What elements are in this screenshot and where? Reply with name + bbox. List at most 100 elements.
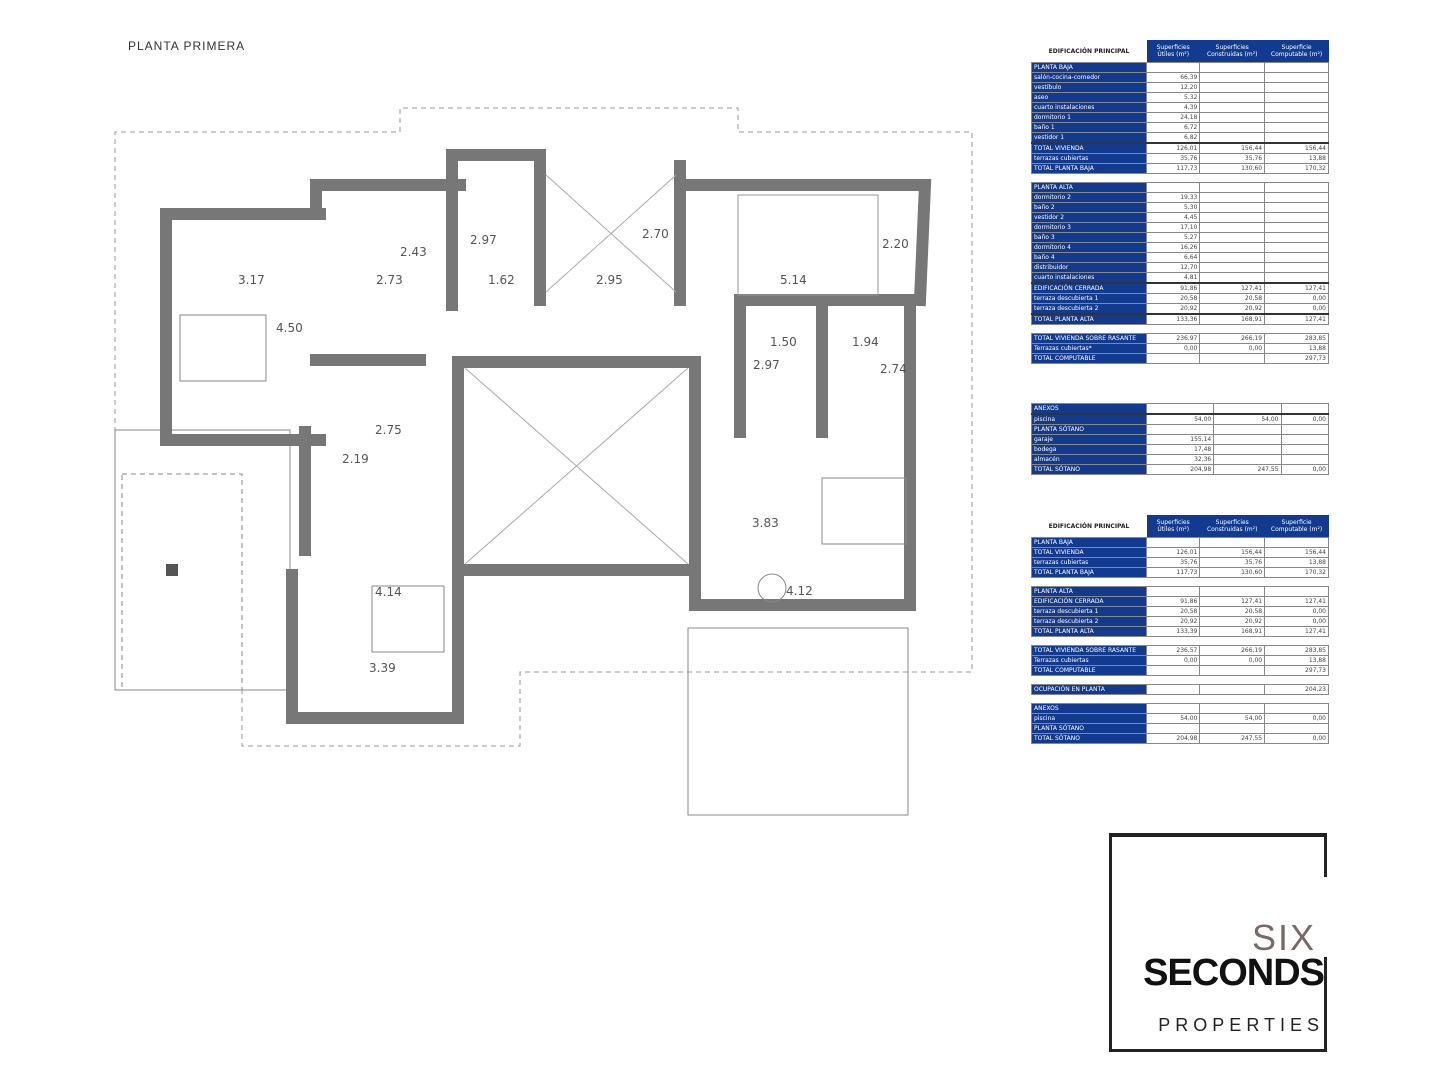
cell-value [1280, 403, 1329, 415]
cell-value [1145, 703, 1201, 714]
row-label: cuarto instalaciones [1031, 102, 1147, 113]
cell-value [1145, 586, 1201, 597]
cell-value [1145, 182, 1201, 193]
row-label: TOTAL VIVIENDA SOBRE RASANTE [1031, 333, 1147, 344]
cell-value: 20,92 [1199, 616, 1266, 627]
cell-value: 266,19 [1199, 645, 1266, 656]
cell-value [1264, 242, 1329, 253]
cell-value: 156,44 [1199, 142, 1266, 154]
table-row [1031, 636, 1329, 646]
cell-value: 20,58 [1199, 293, 1266, 304]
cell-value [1199, 132, 1266, 144]
cell-value: 54,00 [1145, 413, 1215, 425]
col-header: Superficies Útiles (m²) [1146, 40, 1200, 63]
cell-value [1199, 723, 1266, 734]
cell-value: 13,88 [1264, 153, 1329, 164]
row-label: piscina [1031, 413, 1147, 425]
row-label: baño 3 [1031, 232, 1147, 243]
row-label: PLANTA BAJA [1031, 62, 1147, 73]
cell-value [1145, 537, 1201, 548]
cell-value [1199, 703, 1266, 714]
row-label: PLANTA SÓTANO [1031, 723, 1147, 734]
cell-value: 204,98 [1145, 464, 1215, 475]
dim: 2.75 [375, 423, 402, 437]
cell-value [1199, 262, 1266, 273]
cell-value: 168,91 [1199, 313, 1266, 325]
row-label: TOTAL PLANTA BAJA [1031, 567, 1147, 578]
cell-value: 20,92 [1145, 303, 1201, 315]
cell-value: 204,23 [1264, 684, 1329, 695]
cell-value: 66,39 [1145, 72, 1201, 83]
cell-value: 17,48 [1145, 444, 1215, 455]
cell-value: 0,00 [1145, 343, 1201, 354]
cell-value [1199, 212, 1266, 223]
cell-value [1199, 242, 1266, 253]
cell-value: 32,36 [1145, 454, 1215, 465]
cell-value: 12,20 [1145, 82, 1201, 93]
furniture [179, 314, 907, 653]
cell-value [1264, 112, 1329, 123]
cell-value: 13,88 [1264, 557, 1329, 568]
cell-value: 4,45 [1145, 212, 1201, 223]
dim: 2.70 [642, 227, 669, 241]
cell-value [1213, 434, 1282, 445]
table-row: PLANTA ALTA [1031, 182, 1329, 193]
cell-value: 130,60 [1199, 163, 1266, 174]
cell-value: 247,55 [1199, 733, 1266, 744]
cell-value: 54,00 [1199, 713, 1266, 724]
company-logo: SIX SECONDS PROPERTIES [1109, 833, 1328, 1052]
cell-value: 0,00 [1145, 655, 1201, 666]
cell-value [1213, 454, 1282, 465]
cell-value: 236,97 [1145, 333, 1201, 344]
cell-value: 54,00 [1145, 713, 1201, 724]
cell-value: 127,41 [1264, 626, 1329, 637]
cell-value [1199, 82, 1266, 93]
cell-value: 20,92 [1199, 303, 1266, 315]
cell-value [1199, 232, 1266, 243]
row-label: dormitorio 2 [1031, 192, 1147, 203]
row-label: terraza descubierta 2 [1031, 616, 1147, 627]
dim: 1.94 [852, 335, 879, 349]
bed-2 [821, 477, 907, 545]
dim: 2.97 [753, 358, 780, 372]
cell-value [1264, 102, 1329, 113]
cell-value [1199, 92, 1266, 103]
col-header: EDIFICACIÓN PRINCIPAL [1031, 515, 1147, 538]
cell-value: 127,41 [1264, 596, 1329, 607]
cell-value [1280, 444, 1329, 455]
table-row [1031, 675, 1329, 685]
cell-value: 16,26 [1145, 242, 1201, 253]
cell-value: 6,64 [1145, 252, 1201, 263]
cell-value: 127,41 [1264, 282, 1329, 294]
cell-value [1280, 454, 1329, 465]
cell-value: 130,60 [1199, 567, 1266, 578]
table-row [1031, 173, 1329, 183]
row-label: PLANTA BAJA [1031, 537, 1147, 548]
table-row [1031, 694, 1329, 704]
dim: 1.50 [770, 335, 797, 349]
dim: 2.73 [376, 273, 403, 287]
cell-value: 17,10 [1145, 222, 1201, 233]
table-row: PLANTA SÓTANO [1031, 723, 1329, 734]
row-label: terrazas cubiertas [1031, 153, 1147, 164]
row-label: distribuidor [1031, 262, 1147, 273]
cell-value: 0,00 [1199, 343, 1266, 354]
row-label: vestíbulo [1031, 82, 1147, 93]
dim: 2.19 [342, 452, 369, 466]
void-cross [464, 174, 689, 565]
cell-value: 117,73 [1145, 567, 1201, 578]
table [757, 573, 787, 603]
row-label: TOTAL COMPUTABLE [1031, 665, 1147, 676]
